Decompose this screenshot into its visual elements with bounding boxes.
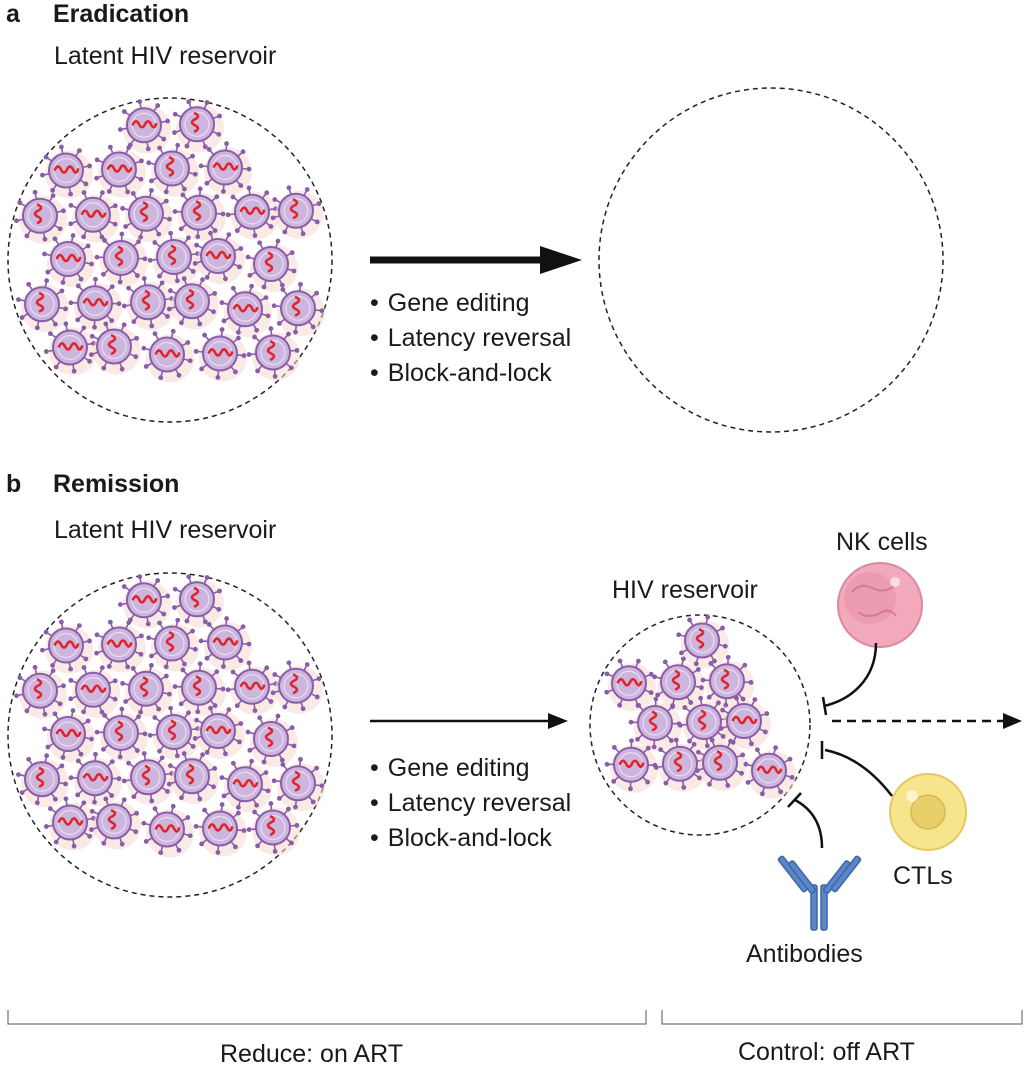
infected-cell [14, 665, 67, 719]
antibody [778, 856, 862, 930]
infected-cell [69, 752, 122, 806]
infected-cell [141, 329, 194, 383]
infected-cell [605, 738, 658, 792]
reduce-bracket [8, 1010, 646, 1024]
reduction-arrow [370, 713, 568, 729]
ctl-inhibition-line [822, 741, 892, 796]
infected-cell [14, 190, 67, 244]
infected-cells-b [14, 574, 325, 857]
antibody-inhibition-line [788, 793, 822, 848]
infected-cell [141, 804, 194, 858]
infected-cell [68, 665, 120, 718]
infected-cell [744, 745, 796, 798]
infected-cell [220, 284, 272, 337]
infected-cell [118, 574, 171, 628]
infected-cells-a [14, 99, 325, 382]
infected-cell [271, 660, 323, 713]
infected-cells-small [604, 615, 796, 799]
infected-cell [246, 239, 298, 292]
nk-inhibition-line [823, 643, 876, 715]
infected-cell [118, 99, 171, 153]
control-bracket [662, 1010, 1022, 1024]
infected-cell [629, 697, 682, 751]
infected-cell [220, 759, 272, 812]
ctl-cell [890, 774, 966, 850]
infected-cell [94, 620, 146, 673]
eradication-arrow [370, 246, 582, 274]
empty-reservoir [599, 88, 943, 432]
infected-cell [69, 277, 122, 331]
infected-cell [68, 190, 120, 243]
infected-cell [246, 714, 298, 767]
infected-cell [604, 659, 656, 712]
infected-cell [94, 145, 146, 198]
infected-cell [95, 232, 148, 286]
infected-cell [271, 185, 323, 238]
infected-cell [173, 186, 226, 240]
infected-cell [95, 707, 148, 761]
infected-cell [16, 753, 69, 807]
infected-cell [173, 661, 226, 715]
nk-cell [838, 563, 922, 647]
infected-cell [16, 278, 69, 332]
control-dashed-arrow [832, 713, 1022, 729]
